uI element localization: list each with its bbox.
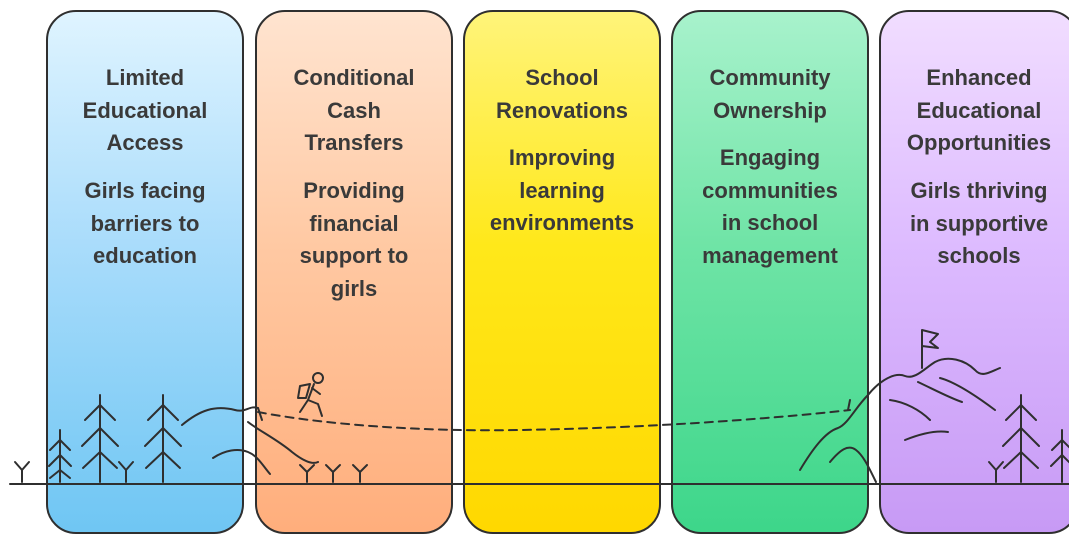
stage-4-description: Engaging communities in school managemen… [702,145,838,268]
stage-card-3: School Renovations Improving learning en… [463,10,661,534]
stage-5-title: Enhanced Educational Opportunities [906,65,1052,155]
stage-card-1: Limited Educational Access Girls facing … [46,10,244,534]
stage-4-title: Community Ownership [709,65,831,123]
stage-3-title: School Renovations [495,65,629,123]
stage-card-5: Enhanced Educational Opportunities Girls… [879,10,1069,534]
stage-3-description: Improving learning environments [489,145,635,235]
stage-card-2: Conditional Cash Transfers Providing fin… [255,10,453,534]
stage-2-description: Providing financial support to girls [299,178,409,301]
stage-1-description: Girls facing barriers to education [84,178,206,268]
stage-card-4: Community Ownership Engaging communities… [671,10,869,534]
grass-icon [14,461,30,483]
stage-5-description: Girls thriving in supportive schools [909,178,1049,268]
stage-2-title: Conditional Cash Transfers [293,65,415,155]
stage-1-title: Limited Educational Access [82,65,208,155]
